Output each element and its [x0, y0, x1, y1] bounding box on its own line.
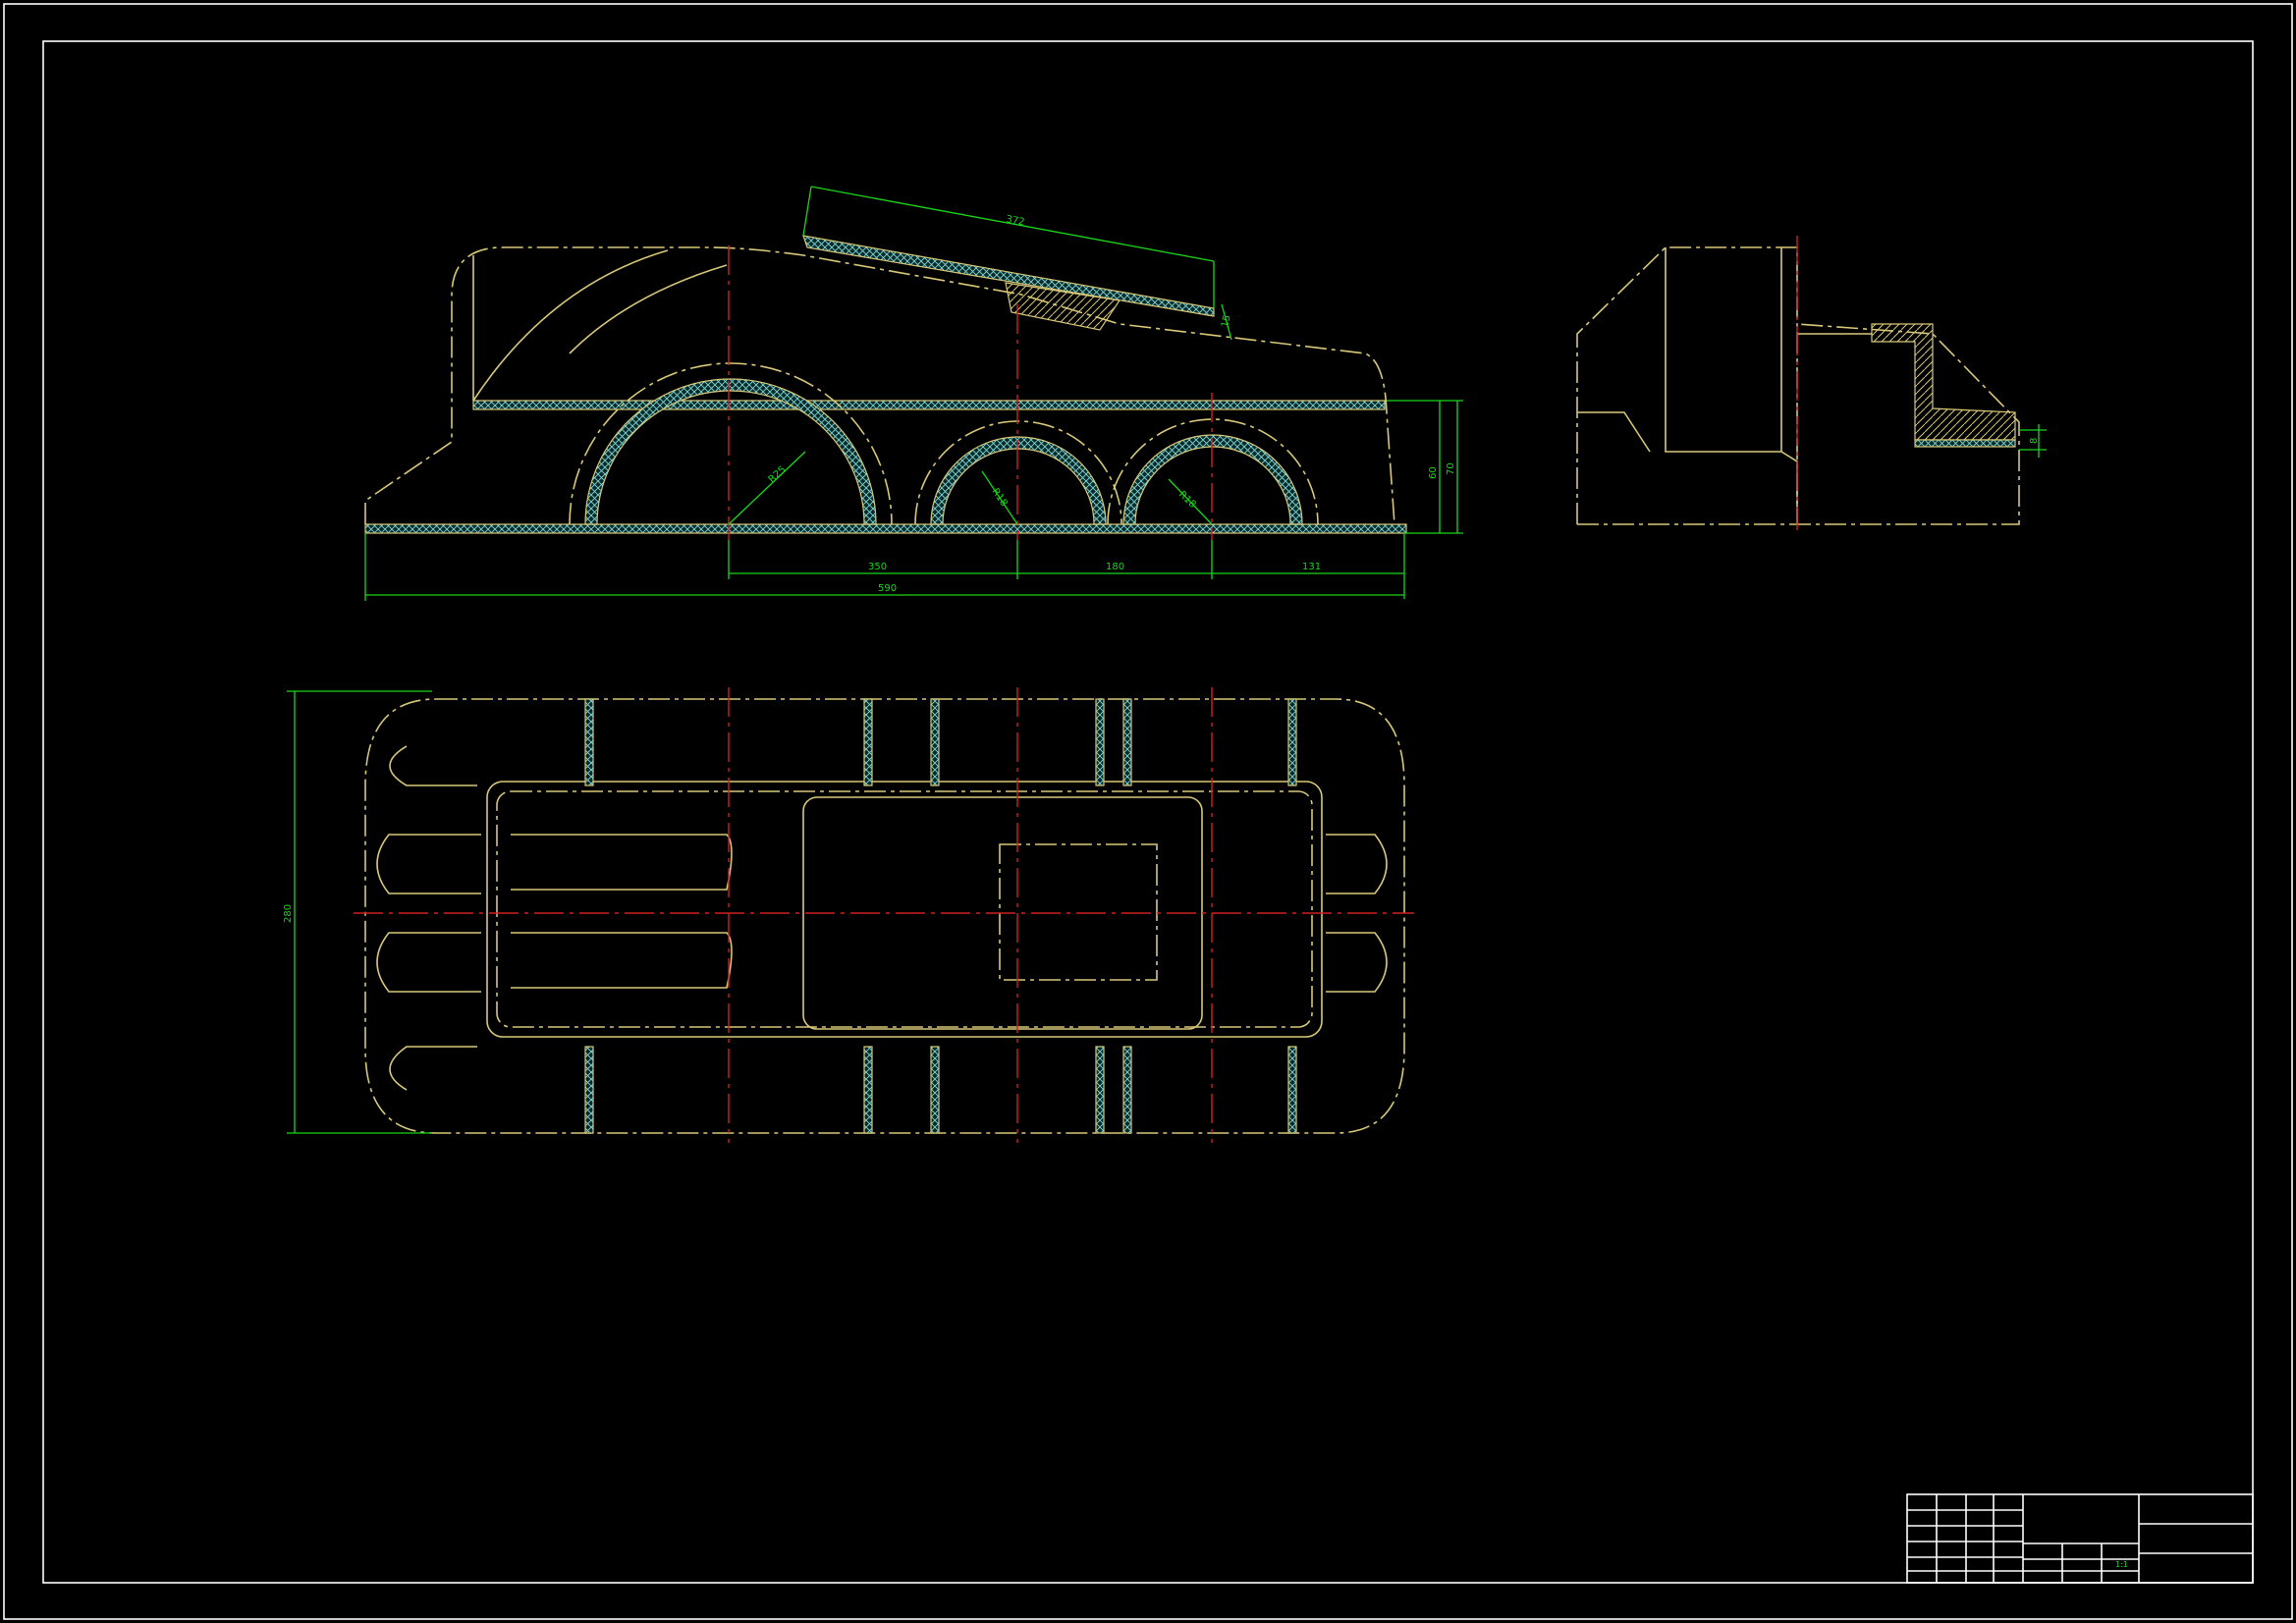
top-inner-frame [486, 781, 1323, 1038]
right-lobes [1326, 834, 1388, 993]
side-liner [1914, 439, 2016, 448]
leader-r-small [1168, 478, 1213, 525]
dim-radius-small: R18 [1176, 489, 1198, 511]
drawing-frame [42, 40, 2254, 1584]
dim-cover-length: 372 [1005, 214, 1025, 228]
dim-height-b: 70 [1446, 462, 1456, 475]
top-center-box [999, 843, 1158, 981]
top-outline [364, 698, 1405, 1134]
rib-6-bottom [1287, 1046, 1297, 1134]
rib-6-top [1287, 698, 1297, 786]
top-inner-frame-2 [496, 790, 1313, 1028]
arch-small [1122, 434, 1303, 525]
rib-1-top [584, 698, 594, 786]
side-hatch-section [1871, 323, 2016, 441]
outer-frame [3, 3, 2293, 1620]
arch-large [584, 378, 877, 525]
title-block: 1:1 [1906, 1493, 2254, 1584]
rib-4-bottom [1095, 1046, 1105, 1134]
body-outline [364, 246, 1395, 525]
rib-4-top [1095, 698, 1105, 786]
cover-support [1005, 282, 1121, 331]
top-plate [472, 400, 1386, 410]
side-inner [1577, 247, 1872, 524]
ext-line-angle [1221, 303, 1232, 341]
body-shell [472, 249, 728, 402]
front-view: R25 R18 R18 372 15 350 180 131 590 60 70 [364, 186, 1463, 601]
top-view: 280 [283, 687, 1414, 1143]
ext-line-cover-a [802, 186, 812, 237]
title-block-frame [1906, 1493, 2254, 1584]
dim-height-a: 60 [1428, 466, 1439, 479]
dim-radius-large: R25 [767, 464, 789, 485]
rib-5-top [1122, 698, 1132, 786]
dim-width: 280 [283, 904, 294, 923]
rib-5-bottom [1122, 1046, 1132, 1134]
arch-mid [930, 436, 1107, 525]
dim-cover-angle: 15 [1220, 314, 1232, 329]
rib-2-top [863, 698, 873, 786]
side-outline [1576, 246, 2020, 525]
tb-ratio: 1:1 [2115, 1560, 2128, 1569]
dim-dist-a: 350 [868, 562, 887, 572]
side-view: 8 [1576, 236, 2047, 530]
rib-1-bottom [584, 1046, 594, 1134]
leader-r-mid [981, 470, 1018, 525]
left-lobes [376, 745, 481, 1091]
dim-dist-c: 131 [1302, 562, 1321, 572]
dim-radius-mid: R18 [990, 487, 1010, 509]
dim-line-cover [810, 186, 1215, 262]
dim-overall-length: 590 [878, 583, 897, 594]
dim-dist-b: 180 [1106, 562, 1124, 572]
base-plate [364, 523, 1407, 534]
rib-2-bottom [863, 1046, 873, 1134]
inner-slots [511, 834, 733, 989]
leader-r-large [728, 451, 806, 525]
rib-3-bottom [930, 1046, 940, 1134]
sloped-cover [802, 235, 1215, 317]
arch-outer-lines [569, 362, 1319, 525]
dim-side-thickness: 8 [2029, 438, 2040, 444]
rib-3-top [930, 698, 940, 786]
